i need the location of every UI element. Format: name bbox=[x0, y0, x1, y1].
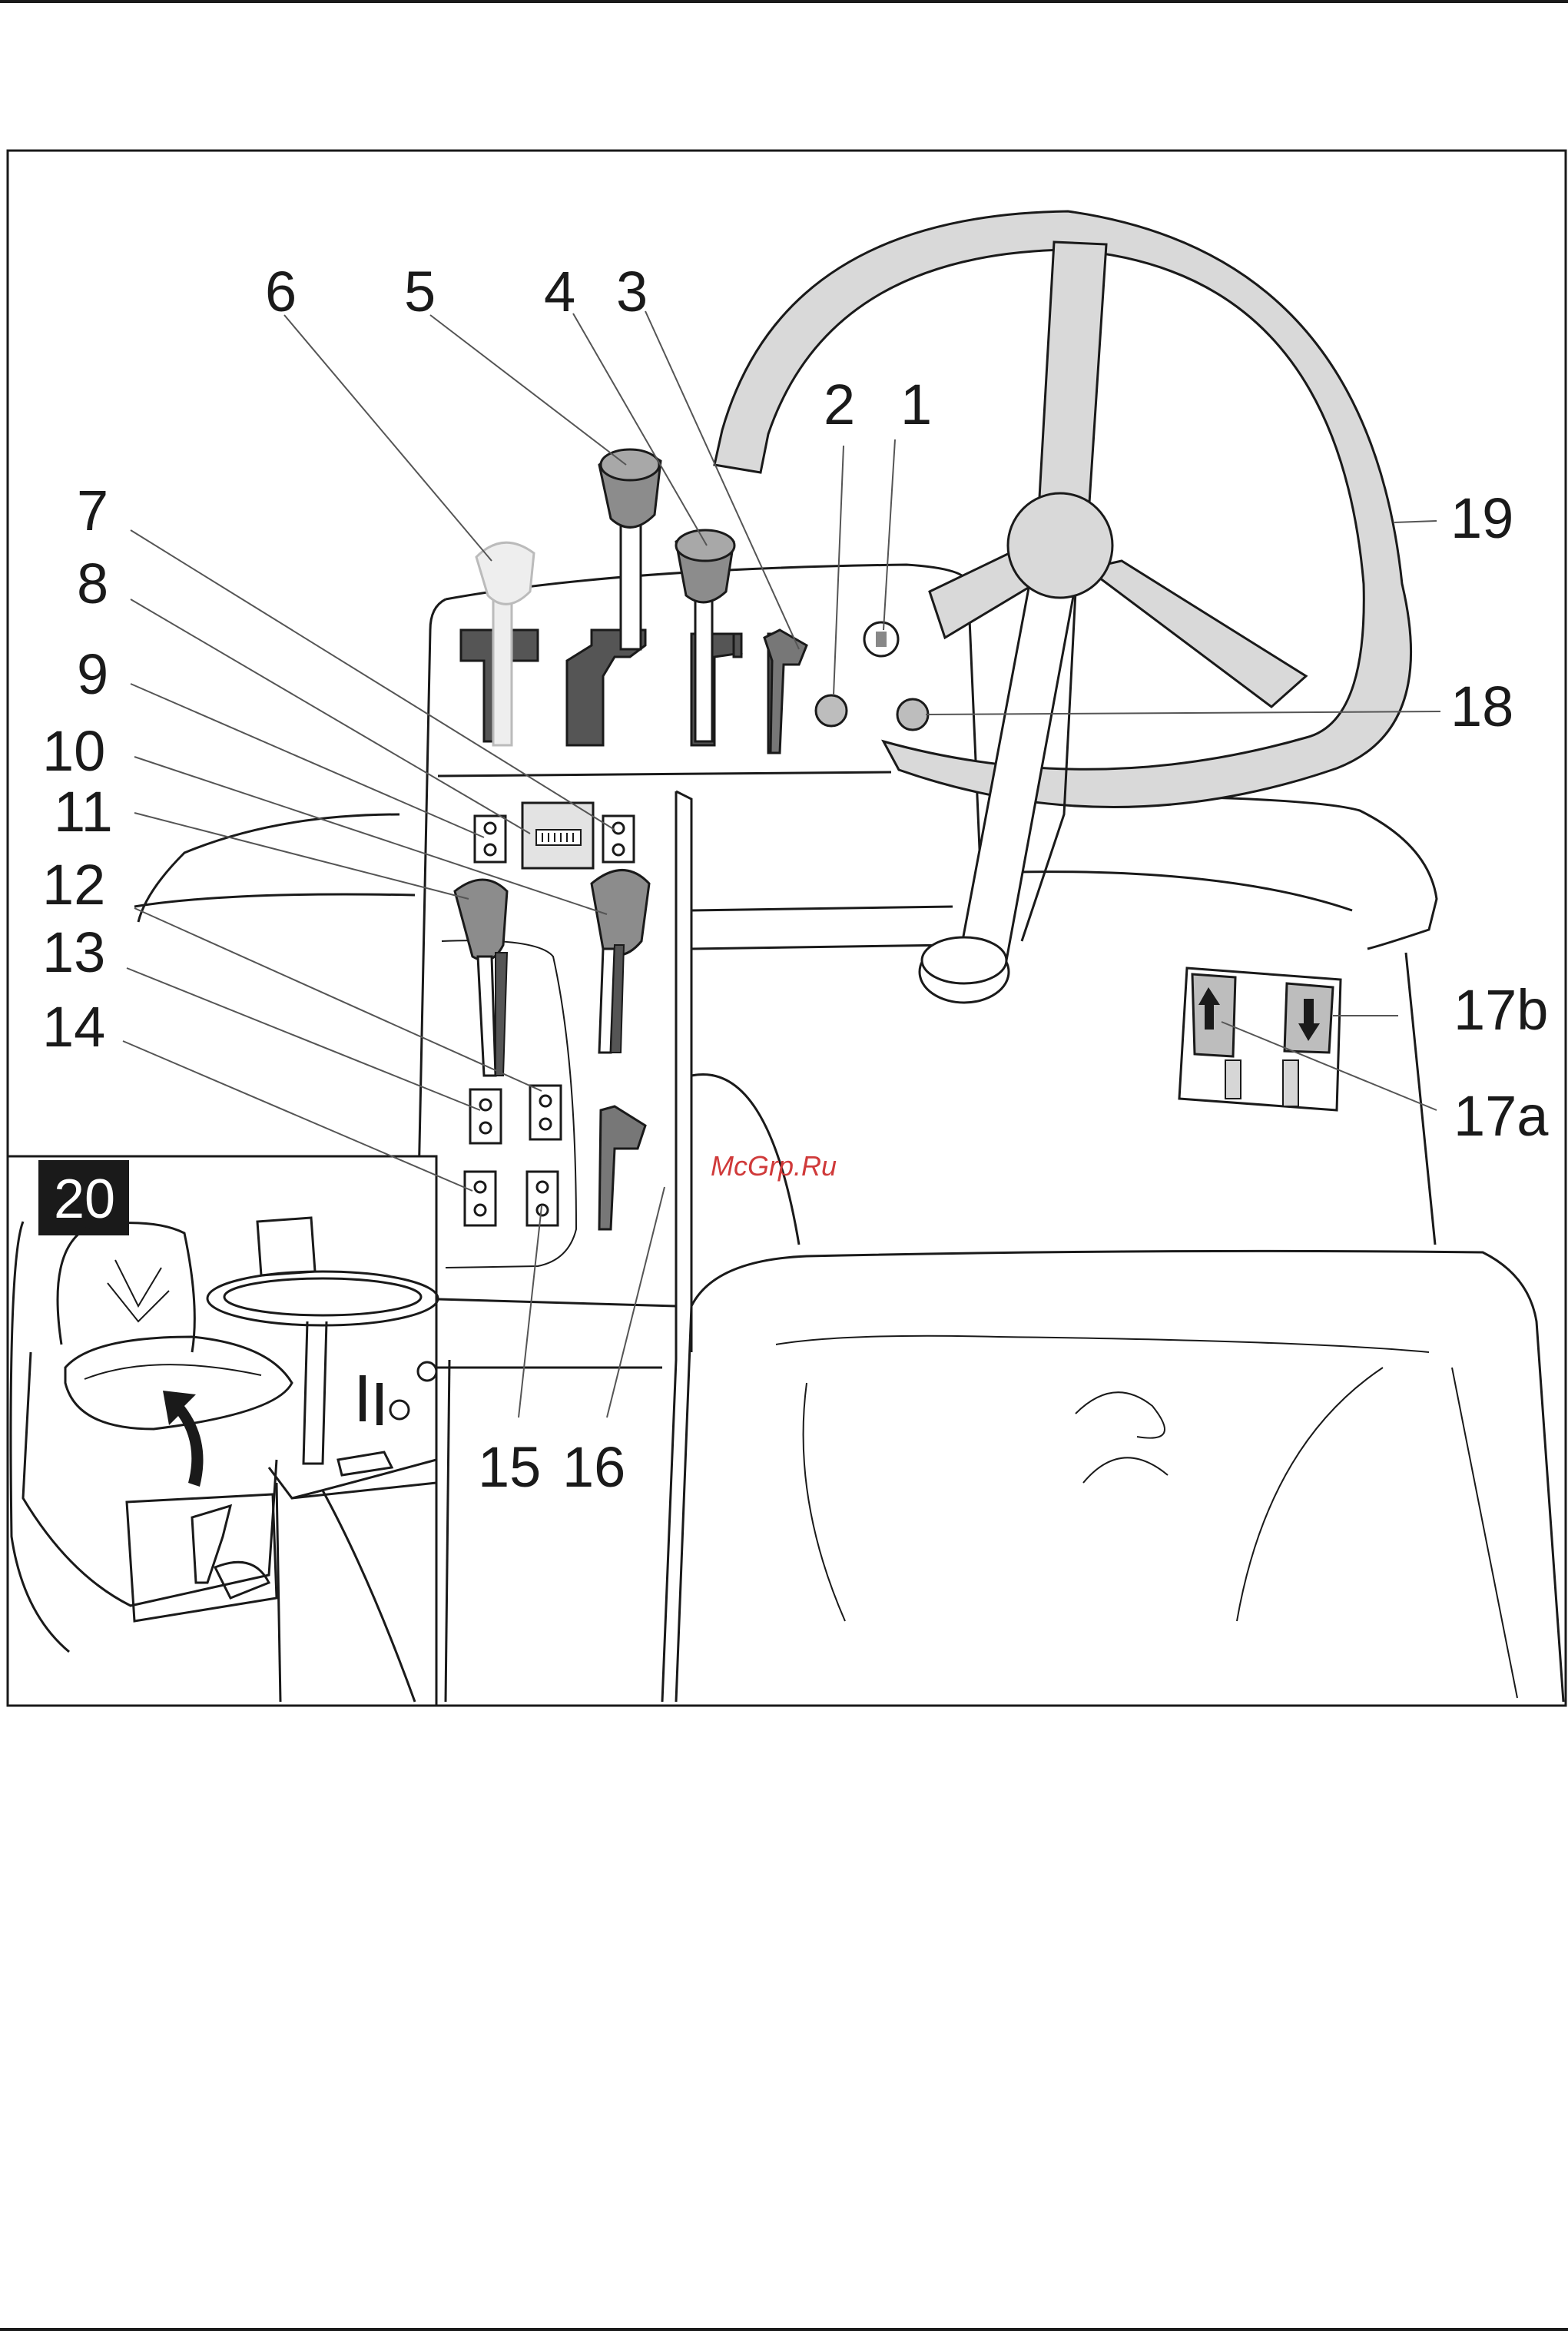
indicator-light-2 bbox=[816, 695, 847, 726]
lever-6-shaft bbox=[493, 584, 512, 745]
lever-16 bbox=[599, 1106, 645, 1229]
label-9: 9 bbox=[77, 642, 108, 706]
side-console bbox=[442, 803, 649, 1268]
steering-spoke-right bbox=[1087, 561, 1306, 707]
label-2: 2 bbox=[824, 373, 855, 436]
label-3: 3 bbox=[616, 260, 648, 323]
label-8: 8 bbox=[77, 552, 108, 615]
switch-15 bbox=[527, 1172, 558, 1225]
watermark: McGrp.Ru bbox=[711, 1150, 837, 1182]
steering-hub bbox=[1008, 493, 1112, 598]
label-18: 18 bbox=[1450, 675, 1513, 738]
label-11: 11 bbox=[54, 780, 113, 844]
upper-levers bbox=[461, 449, 807, 753]
lever-5-shaft bbox=[621, 522, 641, 649]
steering-wheel bbox=[714, 211, 1411, 1003]
lever-4-shaft bbox=[695, 595, 712, 741]
label-5: 5 bbox=[404, 260, 436, 323]
switch-14 bbox=[465, 1172, 496, 1225]
label-10: 10 bbox=[42, 719, 105, 783]
inset-frame bbox=[8, 1156, 436, 1706]
label-14: 14 bbox=[42, 995, 105, 1059]
label-6: 6 bbox=[265, 260, 297, 323]
switch-12 bbox=[530, 1086, 561, 1139]
inset-number: 20 bbox=[54, 1169, 115, 1230]
label-1: 1 bbox=[900, 373, 932, 436]
label-7: 7 bbox=[77, 479, 108, 542]
label-17a: 17a bbox=[1454, 1084, 1549, 1148]
lever-3 bbox=[764, 630, 807, 753]
label-13: 13 bbox=[42, 920, 105, 984]
label-15: 15 bbox=[478, 1435, 541, 1499]
label-19: 19 bbox=[1450, 486, 1513, 550]
indicator-light-18 bbox=[897, 699, 928, 730]
inset-20: 20 bbox=[8, 1156, 438, 1706]
label-17b: 17b bbox=[1454, 978, 1548, 1042]
switch-13 bbox=[470, 1089, 501, 1143]
label-16: 16 bbox=[562, 1435, 625, 1499]
pedals bbox=[1179, 968, 1341, 1110]
label-4: 4 bbox=[544, 260, 575, 323]
label-12: 12 bbox=[42, 853, 105, 917]
lever-11 bbox=[455, 880, 507, 960]
